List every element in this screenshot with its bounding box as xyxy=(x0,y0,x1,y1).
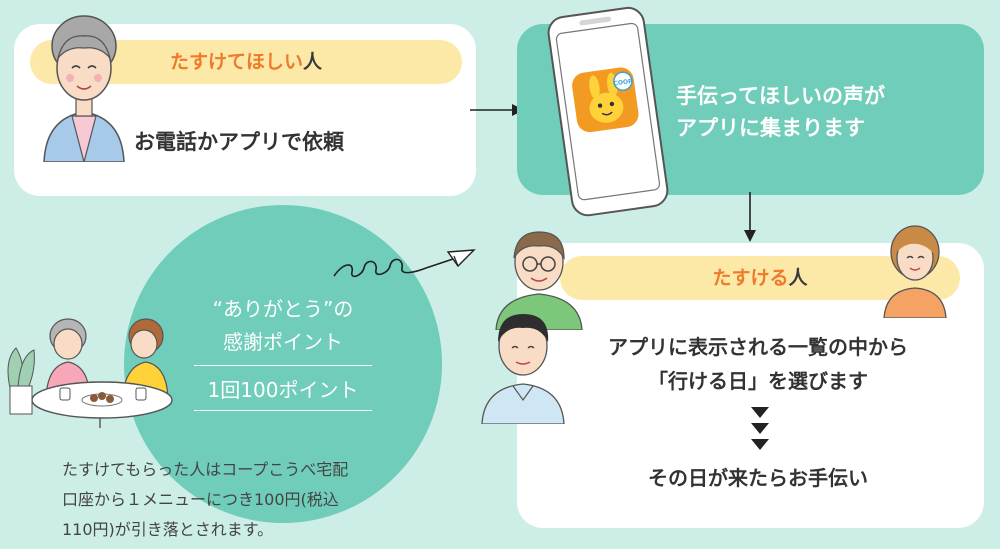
down-triangle-icon xyxy=(751,439,769,450)
points-note1: たすけてもらった人はコープこうべ宅配 xyxy=(62,460,349,479)
paper-plane-icon xyxy=(333,249,476,278)
woman-helper-illustration xyxy=(883,225,947,318)
down-triangle-icon xyxy=(751,423,769,434)
helper-card-bottom xyxy=(517,380,984,528)
points-line3: 1回100ポイント xyxy=(207,378,359,402)
smartphone-illustration: COOP xyxy=(547,6,669,217)
young-man-illustration xyxy=(481,314,565,424)
helper-line2: 「行ける日」を選びます xyxy=(648,369,868,393)
app-panel-line2: アプリに集まります xyxy=(676,116,865,140)
points-note2: 口座から１メニューにつき100円(税込 xyxy=(62,490,339,509)
points-line2: 感謝ポイント xyxy=(223,330,343,354)
requester-text: お電話かアプリで依頼 xyxy=(134,130,344,154)
app-panel-line1: 手伝ってほしいの声が xyxy=(676,84,885,108)
helper-line3: その日が来たらお手伝い xyxy=(648,466,868,490)
requester-title-b: 人 xyxy=(303,51,323,73)
requester-title-a: たすけてほしい xyxy=(169,51,303,73)
tea-party-illustration xyxy=(7,318,173,428)
points-divider-top xyxy=(194,365,372,366)
points-note3: 110円)が引き落とされます。 xyxy=(62,520,274,539)
elderly-woman-illustration xyxy=(43,15,125,162)
arrow-down-icon xyxy=(744,192,756,242)
points-circle xyxy=(124,205,442,523)
points-line1: “ありがとう”の xyxy=(212,297,354,321)
app-icon-badge: COOP xyxy=(613,78,633,88)
points-divider-bottom xyxy=(194,410,372,411)
helper-title-a: たすける xyxy=(712,267,789,289)
down-triangle-icon xyxy=(751,407,769,418)
helper-line1: アプリに表示される一覧の中から xyxy=(608,335,908,359)
helper-title-b: 人 xyxy=(788,267,808,289)
